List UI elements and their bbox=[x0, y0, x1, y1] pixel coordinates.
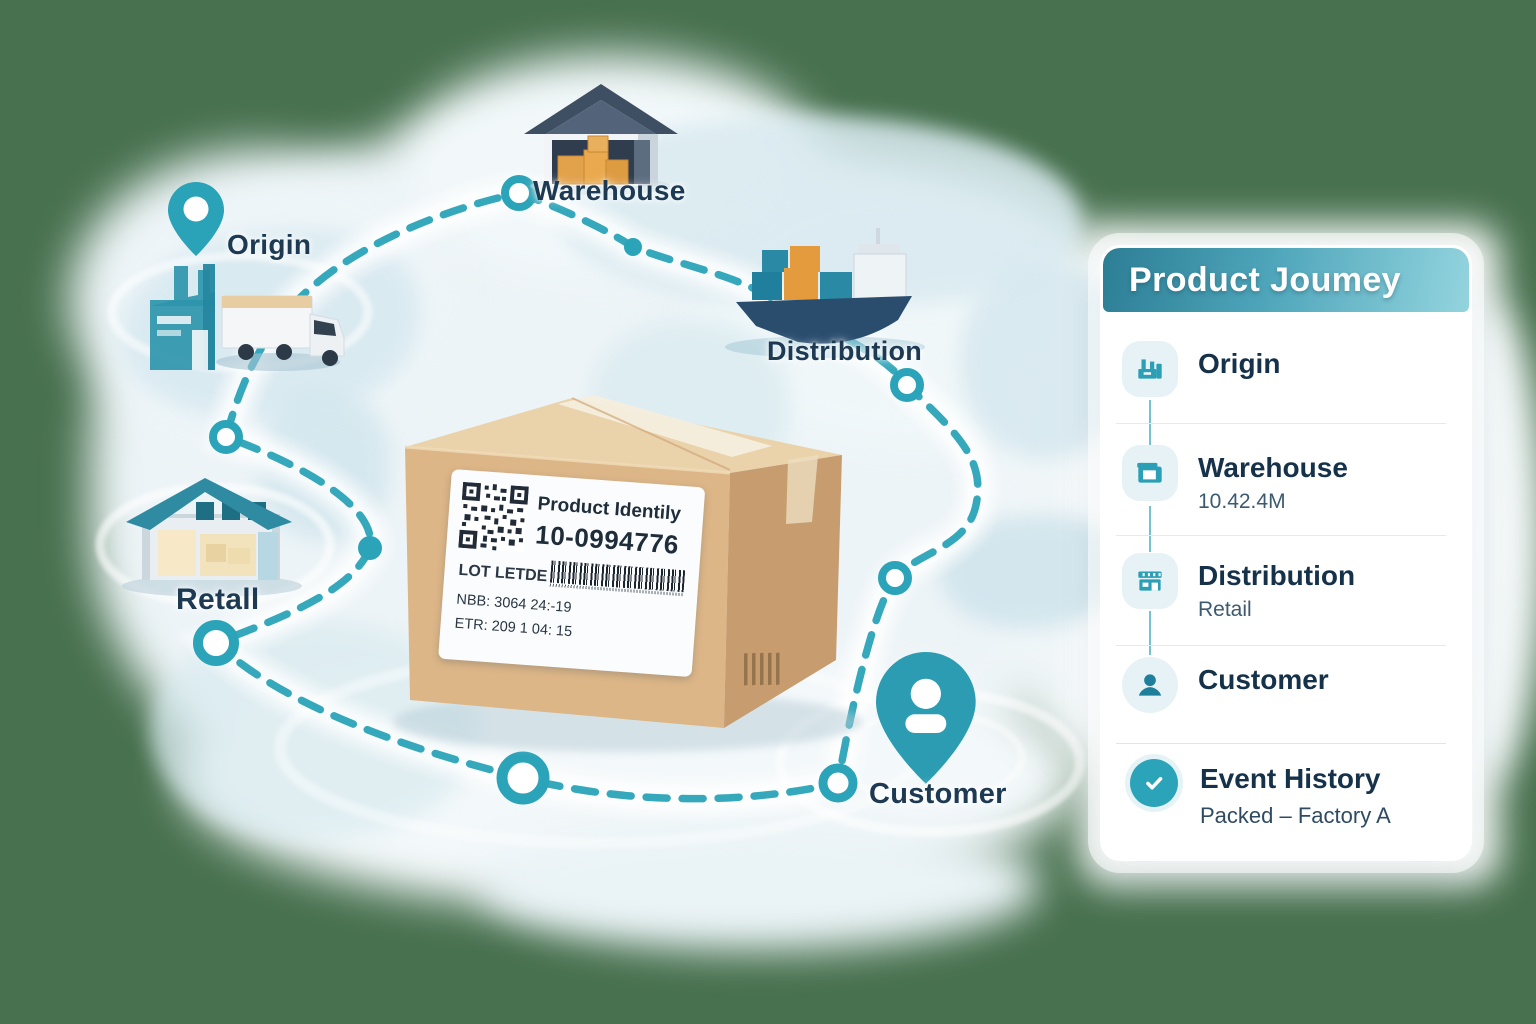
step-connector bbox=[1149, 506, 1151, 552]
panel-header: Product Joumey bbox=[1103, 248, 1469, 312]
event-history-row: Event History Packed – Factory A bbox=[1130, 759, 1448, 829]
step-label: Distribution bbox=[1198, 560, 1356, 591]
warehouse-illustration bbox=[524, 84, 678, 195]
step-label: Origin bbox=[1198, 348, 1281, 379]
section-divider bbox=[1116, 743, 1446, 744]
truck-illustration bbox=[216, 295, 345, 371]
origin-pin-icon bbox=[168, 182, 224, 256]
retail-label: Retall bbox=[176, 583, 260, 616]
label-etr: ETR: 209 1 04: 15 bbox=[454, 615, 573, 641]
distribution-label: Distribution bbox=[767, 336, 923, 366]
route-nodes bbox=[193, 175, 924, 805]
origin-label: Origin bbox=[227, 229, 312, 260]
factory-illustration bbox=[150, 264, 215, 370]
event-history-sublabel: Packed – Factory A bbox=[1200, 803, 1391, 828]
warehouse-icon bbox=[1122, 445, 1178, 501]
warehouse-label: Warehouse bbox=[533, 175, 686, 206]
panel-step-origin: Origin bbox=[1122, 341, 1448, 397]
person-icon bbox=[1122, 657, 1178, 713]
panel-step-customer: Customer bbox=[1122, 657, 1448, 713]
qr-code-icon bbox=[458, 481, 529, 553]
box-vent-slits bbox=[744, 652, 780, 686]
ship-illustration bbox=[725, 228, 925, 358]
panel-step-distribution: Distribution Retail bbox=[1122, 553, 1448, 622]
step-label: Customer bbox=[1198, 664, 1329, 695]
step-sublabel: Retail bbox=[1198, 597, 1252, 621]
factory-icon bbox=[1122, 341, 1178, 397]
panel-title: Product Joumey bbox=[1129, 260, 1401, 299]
label-nbb: NBB: 3064 24:-19 bbox=[455, 591, 572, 617]
check-icon bbox=[1130, 759, 1178, 807]
row-divider bbox=[1116, 645, 1446, 646]
product-journey-panel: Product Joumey Origin bbox=[1100, 245, 1472, 861]
step-label: Warehouse bbox=[1198, 452, 1348, 483]
customer-pin-icon bbox=[876, 652, 976, 784]
step-connector bbox=[1149, 611, 1151, 655]
row-divider bbox=[1116, 535, 1446, 536]
customer-label: Customer bbox=[869, 778, 1007, 810]
row-divider bbox=[1116, 423, 1446, 424]
retail-store-illustration bbox=[122, 478, 302, 597]
label-product-id: 10-0994776 bbox=[534, 519, 680, 560]
event-history-label: Event History bbox=[1200, 763, 1381, 794]
panel-step-warehouse: Warehouse 10.42.4M bbox=[1122, 445, 1448, 514]
label-lot: LOT LETDE bbox=[457, 561, 548, 586]
step-sublabel: 10.42.4M bbox=[1198, 489, 1286, 513]
storefront-icon bbox=[1122, 553, 1178, 609]
box-shipping-label: Product Identily 10-0994776 LOT LETDE NB… bbox=[438, 469, 706, 678]
